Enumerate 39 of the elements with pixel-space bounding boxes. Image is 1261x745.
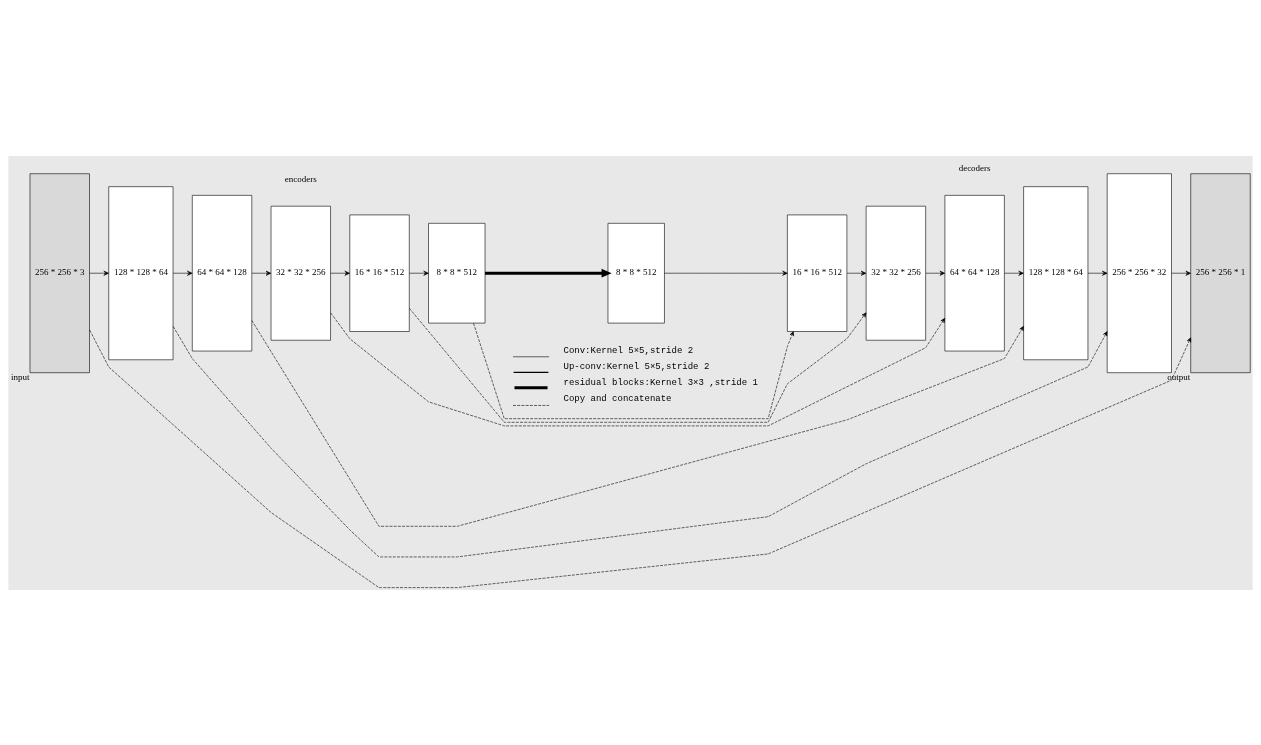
arrow: [409, 307, 867, 423]
node-box: 32 * 32 * 256: [270, 205, 331, 341]
legend-label: Copy and concatenate: [563, 392, 672, 404]
node-box: 32 * 32 * 256: [865, 205, 926, 341]
arrow: [251, 270, 272, 276]
arrow: [409, 270, 429, 276]
arrow: [1087, 270, 1108, 276]
node-box: 256 * 256 * 3: [29, 172, 90, 373]
arrow: [925, 270, 945, 276]
node-box: 256 * 256 * 32: [1106, 172, 1172, 373]
node-box: 128 * 128 * 64: [108, 185, 174, 360]
label: decoders: [958, 162, 991, 173]
arrow: [485, 268, 612, 278]
legend-label: residual blocks:Kernel 3×3 ,stride 1: [563, 376, 758, 388]
arrow: [664, 270, 788, 276]
arrow: [330, 270, 350, 276]
arrow: [172, 325, 1108, 557]
arrow: [1004, 270, 1024, 276]
label: encoders: [284, 173, 317, 184]
node-box: 64 * 64 * 128: [192, 194, 253, 351]
arrow: [89, 270, 109, 276]
arrow: [330, 312, 946, 426]
arrow: [251, 319, 1024, 527]
arrow: [172, 270, 193, 276]
node-label: input: [11, 371, 30, 382]
node-box: 8 * 8 * 512: [428, 222, 486, 323]
legend-label: Up-conv:Kernel 5×5,stride 2: [563, 360, 710, 372]
arrow: [89, 329, 1191, 588]
node-box: 16 * 16 * 512: [349, 214, 410, 332]
node-box: 64 * 64 * 128: [944, 194, 1005, 351]
node-box: 16 * 16 * 512: [787, 214, 848, 332]
node-box: 8 * 8 * 512: [607, 222, 665, 323]
node-box: 128 * 128 * 64: [1023, 185, 1089, 360]
node-box: 256 * 256 * 1: [1190, 172, 1251, 373]
arrow: [846, 270, 867, 276]
arrow: [473, 322, 794, 419]
legend-label: Conv:Kernel 5×5,stride 2: [563, 344, 694, 356]
arrow: [1171, 270, 1191, 276]
node-label: output: [1167, 371, 1191, 382]
